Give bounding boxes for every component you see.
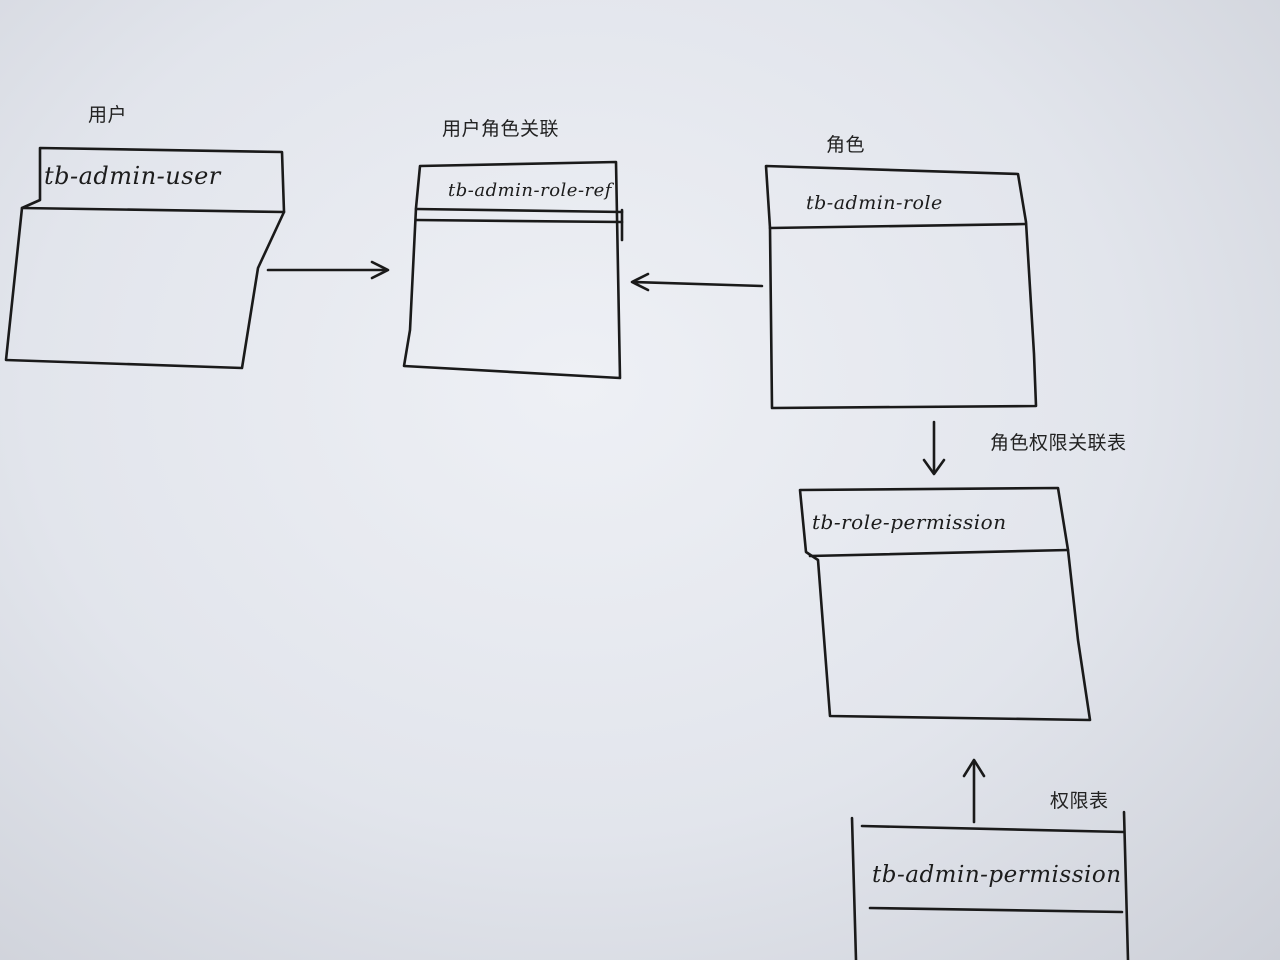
table-box-role (764, 164, 1038, 410)
edge-permission-to-role-permission (962, 758, 986, 824)
caption-user: 用户 (88, 104, 128, 126)
table-box-role-ref (402, 160, 624, 380)
edge-role-to-role-permission (922, 420, 946, 476)
table-name-user: tb-admin-user (44, 162, 221, 190)
caption-role: 角色 (826, 134, 866, 156)
caption-role-permission: 角色权限关联表 (990, 432, 1127, 454)
table-name-role: tb-admin-role (806, 192, 943, 214)
edge-role-to-role-ref (630, 272, 764, 292)
table-box-role-permission (798, 486, 1092, 722)
table-box-user (4, 146, 286, 370)
table-name-permission: tb-admin-permission (872, 862, 1122, 888)
table-name-role-ref: tb-admin-role-ref (448, 180, 612, 201)
caption-role-ref: 用户角色关联 (442, 118, 560, 140)
table-box-permission (850, 810, 1130, 960)
edge-user-to-role-ref (266, 260, 390, 280)
caption-permission: 权限表 (1050, 790, 1109, 812)
table-name-role-permission: tb-role-permission (812, 510, 1007, 534)
